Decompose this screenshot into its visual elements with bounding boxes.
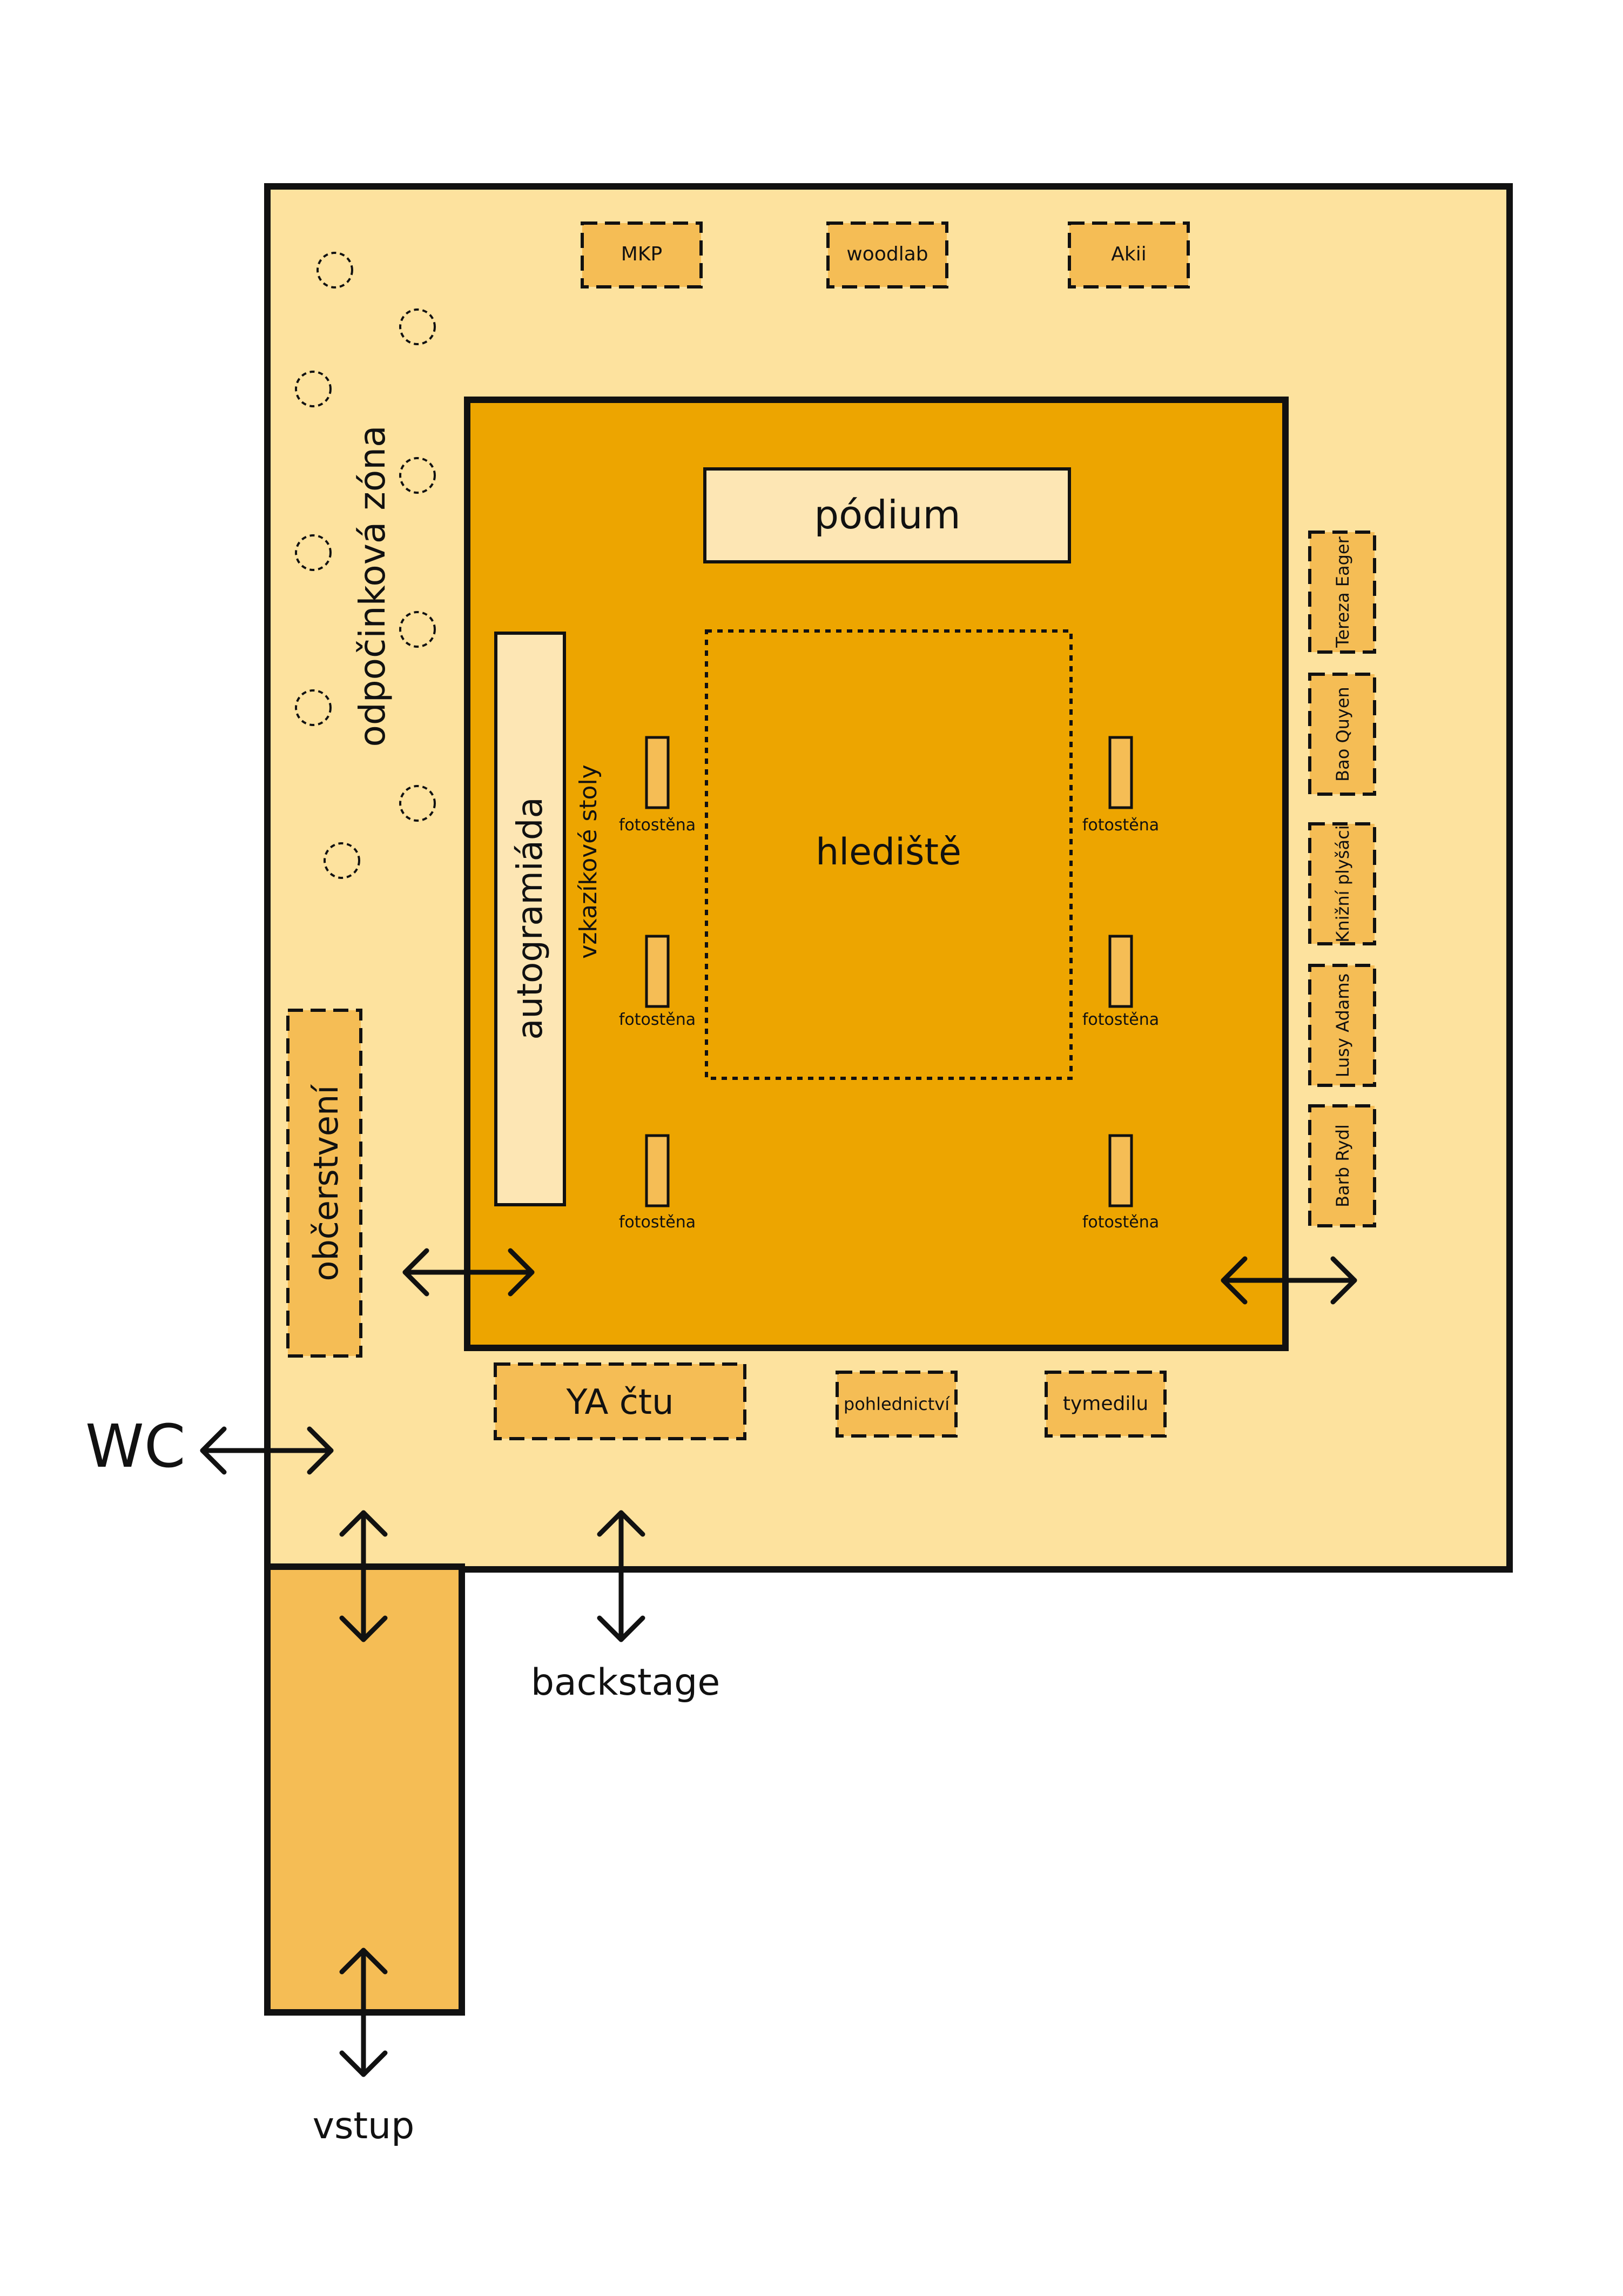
- booth-top-1: [581, 221, 703, 288]
- booth-right-2: [1308, 673, 1376, 796]
- booth-bottom-3-label: tymedilu: [1063, 1393, 1148, 1415]
- double-headed-arrow-icon: [339, 1948, 388, 2077]
- rest-zone-label: odpočinková zóna: [352, 425, 393, 747]
- photo-wall-right-2: [1108, 935, 1133, 1008]
- round-table-icon: [399, 308, 436, 345]
- photo-wall-left-1: [645, 736, 670, 809]
- photo-wall-label: fotostěna: [619, 1213, 696, 1232]
- booth-bottom-2: [836, 1371, 958, 1438]
- photo-wall-label: fotostěna: [1082, 816, 1159, 835]
- double-headed-arrow-icon: [1221, 1256, 1357, 1305]
- double-headed-arrow-icon: [200, 1426, 334, 1475]
- round-table-icon: [295, 534, 332, 571]
- double-headed-arrow-icon: [402, 1248, 535, 1297]
- booth-right-4: [1308, 964, 1376, 1087]
- booth-top-2-label: woodlab: [846, 243, 928, 265]
- round-table-icon: [399, 785, 436, 822]
- backstage-label: backstage: [531, 1661, 720, 1704]
- booth-right-2-label: Bao Quyen: [1332, 687, 1353, 782]
- wc-label: WC: [85, 1412, 186, 1481]
- booth-right-3-label: Knižní plyšáci: [1332, 825, 1353, 942]
- booth-top-2: [826, 221, 948, 288]
- booth-right-1: [1308, 531, 1376, 654]
- audience-label: hlediště: [816, 831, 961, 874]
- booth-right-4-label: Lusy Adams: [1332, 974, 1353, 1077]
- refreshments-label: občerstvení: [306, 1084, 346, 1281]
- round-table-icon: [399, 457, 436, 494]
- stage-label: pódium: [814, 492, 960, 538]
- photo-wall-label: fotostěna: [1082, 1010, 1159, 1029]
- double-headed-arrow-icon: [597, 1510, 645, 1642]
- booth-top-3: [1068, 221, 1190, 288]
- booth-bottom-2-label: pohlednictví: [844, 1394, 950, 1414]
- booth-bottom-1: [494, 1362, 746, 1440]
- photo-wall-label: fotostěna: [619, 816, 696, 835]
- booth-right-5: [1308, 1104, 1376, 1227]
- round-table-icon: [399, 611, 436, 648]
- entrance-label: vstup: [313, 2105, 415, 2147]
- photo-wall-right-1: [1108, 736, 1133, 809]
- refreshments-booth: [286, 1009, 362, 1358]
- booth-bottom-1-label: YA čtu: [565, 1382, 674, 1422]
- audience-area: [705, 629, 1073, 1080]
- autographs-label: autogramiáda: [510, 797, 550, 1039]
- double-headed-arrow-icon: [339, 1510, 388, 1642]
- photo-wall-left-3: [645, 1134, 670, 1207]
- booth-top-3-label: Akii: [1111, 243, 1146, 265]
- round-table-icon: [324, 842, 360, 879]
- photo-wall-label: fotostěna: [1082, 1213, 1159, 1232]
- booth-bottom-3: [1045, 1371, 1167, 1438]
- bookmark-tables-label: vzkazíkové stoly: [575, 764, 602, 958]
- booth-right-1-label: Tereza Eager: [1332, 536, 1353, 648]
- booth-right-3: [1308, 822, 1376, 945]
- stage-box: [703, 467, 1071, 563]
- photo-wall-right-3: [1108, 1134, 1133, 1207]
- round-table-icon: [316, 252, 353, 288]
- round-table-icon: [295, 689, 332, 726]
- autographs-box: [494, 632, 566, 1206]
- booth-top-1-label: MKP: [621, 243, 662, 265]
- photo-wall-left-2: [645, 935, 670, 1008]
- photo-wall-label: fotostěna: [619, 1010, 696, 1029]
- round-table-icon: [295, 371, 332, 407]
- booth-right-5-label: Barb Rydl: [1332, 1124, 1353, 1207]
